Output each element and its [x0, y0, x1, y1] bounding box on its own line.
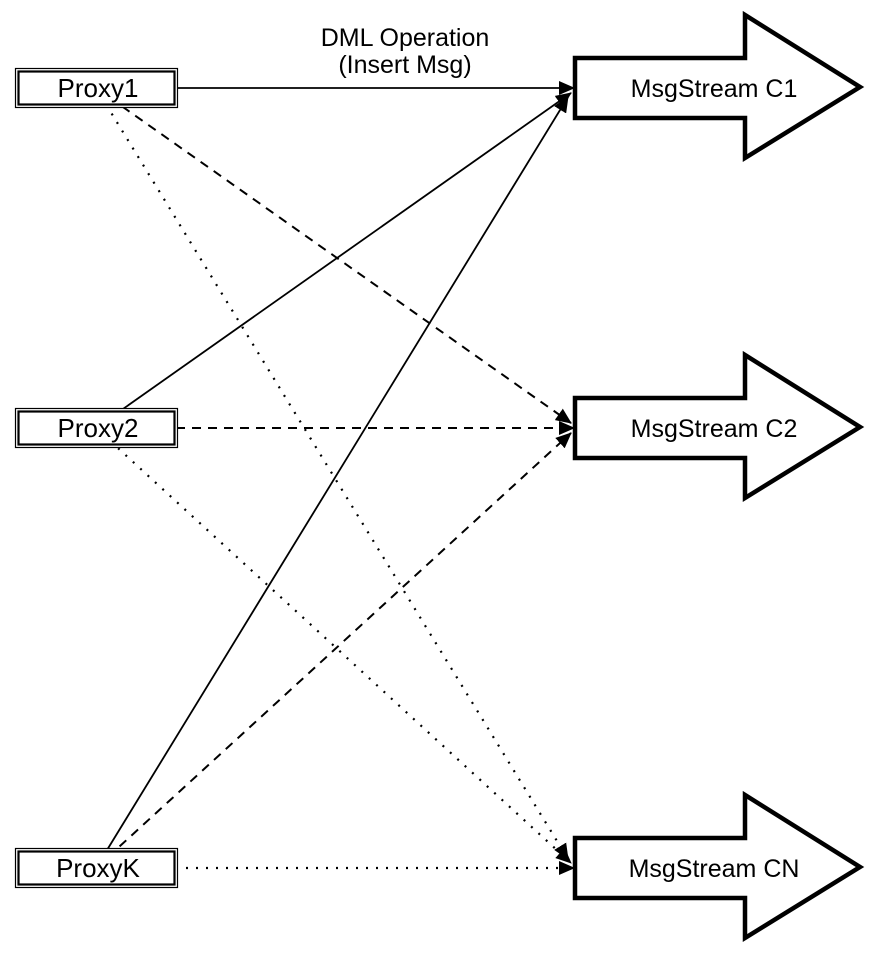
- msgstream-c1-label: MsgStream C1: [631, 75, 798, 103]
- edge-proxyk-to-c2: [95, 432, 572, 869]
- node-msgstream-c1: MsgStream C1: [572, 10, 865, 163]
- edge-proxy2-to-cn: [95, 427, 572, 864]
- edge-proxy2-to-c1: [95, 92, 572, 429]
- proxy2-label: Proxy2: [58, 413, 139, 443]
- node-proxy1: Proxy1: [14, 67, 179, 109]
- msgstream-c1-arrow-shape: [572, 10, 865, 163]
- edge-caption-line1: DML Operation: [321, 24, 490, 52]
- edge-proxy1-to-cn: [95, 87, 569, 860]
- edge-proxy1-to-c2: [95, 87, 572, 424]
- msgstream-cn-label: MsgStream CN: [629, 855, 800, 883]
- msgstream-c2-label: MsgStream C2: [631, 415, 798, 443]
- msgstream-cn-arrow-shape: [572, 790, 865, 943]
- proxy2-box: [17, 410, 176, 446]
- proxyk-label: ProxyK: [56, 853, 140, 883]
- edge-caption-dml-operation: DML Operation (Insert Msg): [321, 24, 490, 79]
- proxy1-label: Proxy1: [58, 73, 139, 103]
- node-proxyk: ProxyK: [14, 847, 179, 889]
- edge-caption-line2: (Insert Msg): [338, 51, 471, 79]
- node-msgstream-cn: MsgStream CN: [572, 790, 865, 943]
- msgstream-c2-arrow-shape: [572, 350, 865, 503]
- node-proxy2: Proxy2: [14, 407, 179, 449]
- edge-proxyk-to-c1: [95, 96, 569, 869]
- proxy1-box: [17, 70, 176, 106]
- proxyk-box: [17, 850, 176, 886]
- node-msgstream-c2: MsgStream C2: [572, 350, 865, 503]
